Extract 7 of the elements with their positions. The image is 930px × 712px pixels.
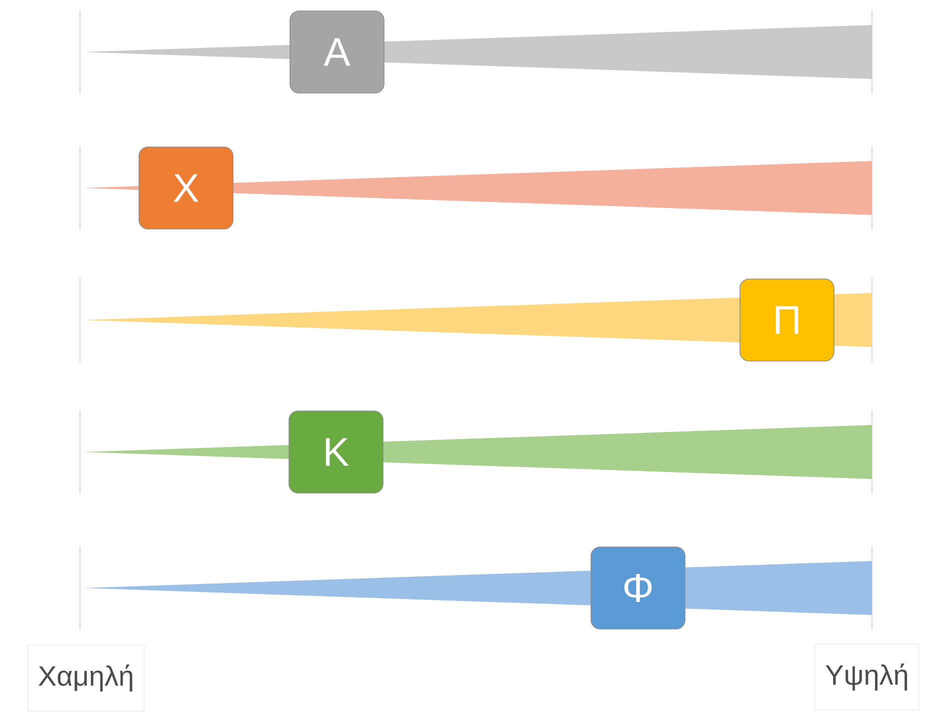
letter-badge: Π bbox=[740, 278, 834, 362]
scale-end-label: Χαμηλή bbox=[28, 644, 144, 712]
letter-badge: Α bbox=[290, 10, 384, 94]
letter-badge: Φ bbox=[590, 546, 686, 630]
scale-end-label: Υψηλή bbox=[814, 644, 920, 710]
letter-badge: Κ bbox=[288, 410, 384, 494]
letter-badge: Χ bbox=[138, 146, 234, 230]
